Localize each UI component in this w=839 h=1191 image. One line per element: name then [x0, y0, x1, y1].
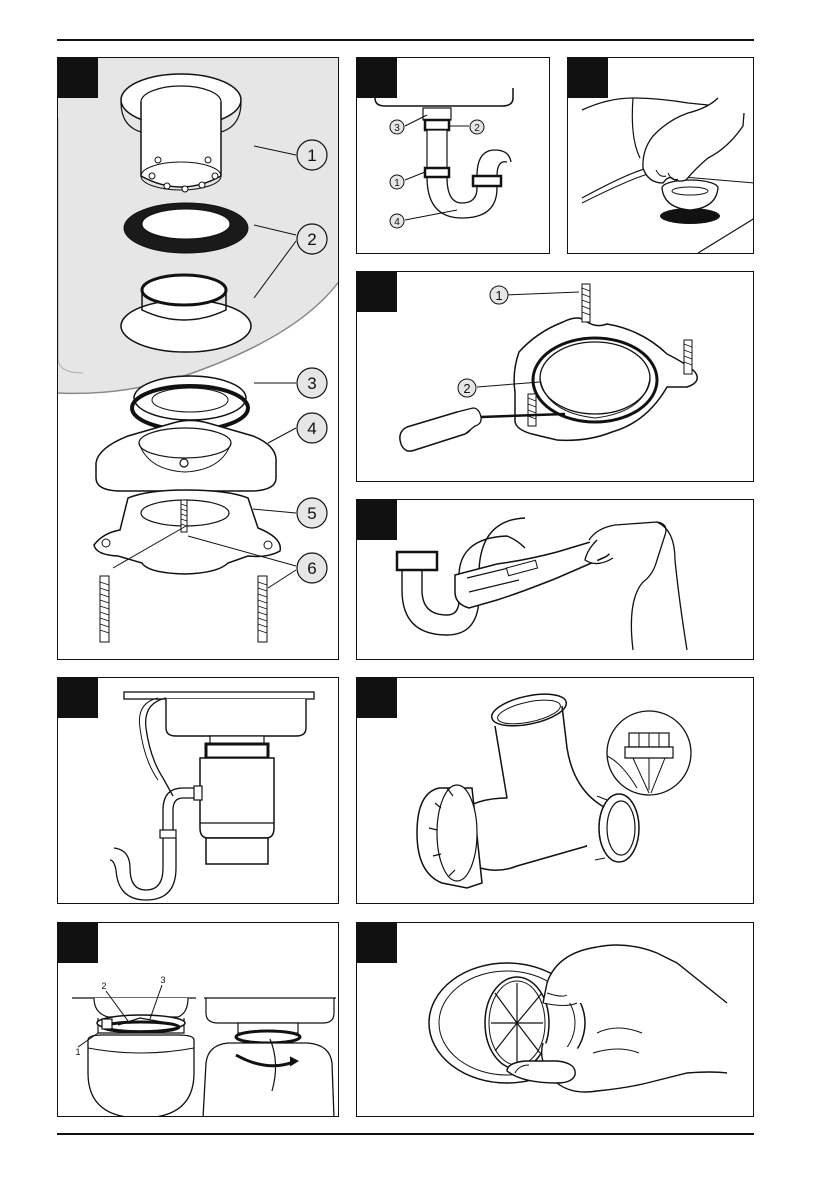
elbow-fitting-drawing [357, 678, 754, 904]
screw-left [100, 576, 109, 642]
callout-4: 4 [307, 419, 316, 438]
figure-exploded-assembly: 1 2 3 4 5 6 [57, 57, 339, 660]
stud-left [528, 394, 536, 426]
step-badge [58, 678, 98, 718]
callout-2: 2 [101, 981, 106, 991]
figure-drain-pipe: 3 2 1 4 [356, 57, 550, 254]
figure-wrench-trap [356, 499, 754, 660]
screw-right [258, 576, 267, 642]
callout-1: 1 [75, 1047, 80, 1057]
figure-disposer-mounted [57, 677, 339, 904]
mounting-ring-drawing: 1 2 [357, 272, 754, 482]
step-badge [357, 500, 397, 540]
step-badge [357, 678, 397, 718]
callout-4: 4 [394, 217, 400, 228]
callout-2: 2 [474, 123, 480, 134]
figure-elbow-fitting [356, 677, 754, 904]
step-badge [357, 923, 397, 963]
callout-2: 2 [307, 230, 316, 249]
figure-hand-strainer [567, 57, 754, 254]
callout-1: 1 [307, 146, 316, 165]
figure-ring-rotation: 2 3 1 [57, 922, 339, 1117]
figure-hand-stopper [356, 922, 754, 1117]
stud-top [582, 284, 590, 322]
step-badge [357, 272, 397, 312]
stud-right [684, 340, 692, 374]
callout-6: 6 [307, 559, 316, 578]
step-badge [58, 58, 98, 98]
callout-3: 3 [160, 975, 165, 985]
step-badge [58, 923, 98, 963]
step-badge [357, 58, 397, 98]
callout-3: 3 [307, 374, 316, 393]
callout-3: 3 [394, 123, 400, 134]
callout-1: 1 [394, 178, 400, 189]
callout-5: 5 [307, 504, 316, 523]
ring-rotation-drawing: 2 3 1 [58, 923, 339, 1117]
top-rule [57, 39, 754, 41]
disposer-mounted-drawing [58, 678, 339, 904]
bottom-rule [57, 1133, 754, 1135]
wrench-trap-drawing [357, 500, 754, 660]
step-badge [568, 58, 608, 98]
exploded-assembly-drawing: 1 2 3 4 5 6 [58, 58, 339, 660]
callout-2: 2 [463, 381, 470, 396]
callout-1: 1 [495, 288, 502, 303]
figure-mounting-ring: 1 2 [356, 271, 754, 482]
hand-stopper-drawing [357, 923, 754, 1117]
